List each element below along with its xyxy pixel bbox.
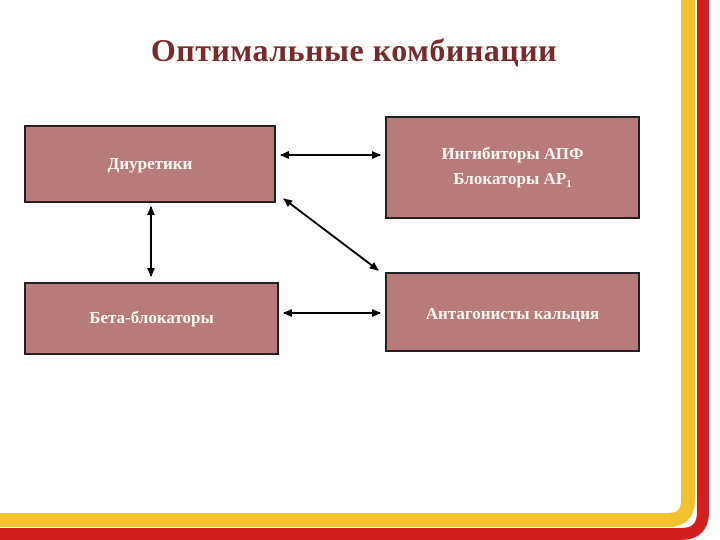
box-diuretics-label: Диуретики [107,153,193,173]
box-calcium-antagonists: Антагонисты кальция [385,272,640,352]
box-arb-text: Блокаторы АР [453,168,567,188]
arrow-diuretics-calcium [283,198,379,271]
box-arb-label: Блокаторы АР1 [441,167,583,193]
box-diuretics: Диуретики [24,125,276,203]
box-beta-blockers: Бета-блокаторы [24,282,279,355]
box-beta-blockers-label: Бета-блокаторы [89,308,214,328]
box-ace-label: Ингибиторы АПФ [441,144,584,164]
slide-title: Оптимальные комбинации [150,32,558,68]
box-calcium-label: Антагонисты кальция [425,304,600,323]
box-ace-inhibitors-arb: Ингибиторы АПФ Блокаторы АР1 [385,116,640,219]
box-arb-subscript: 1 [566,177,572,190]
